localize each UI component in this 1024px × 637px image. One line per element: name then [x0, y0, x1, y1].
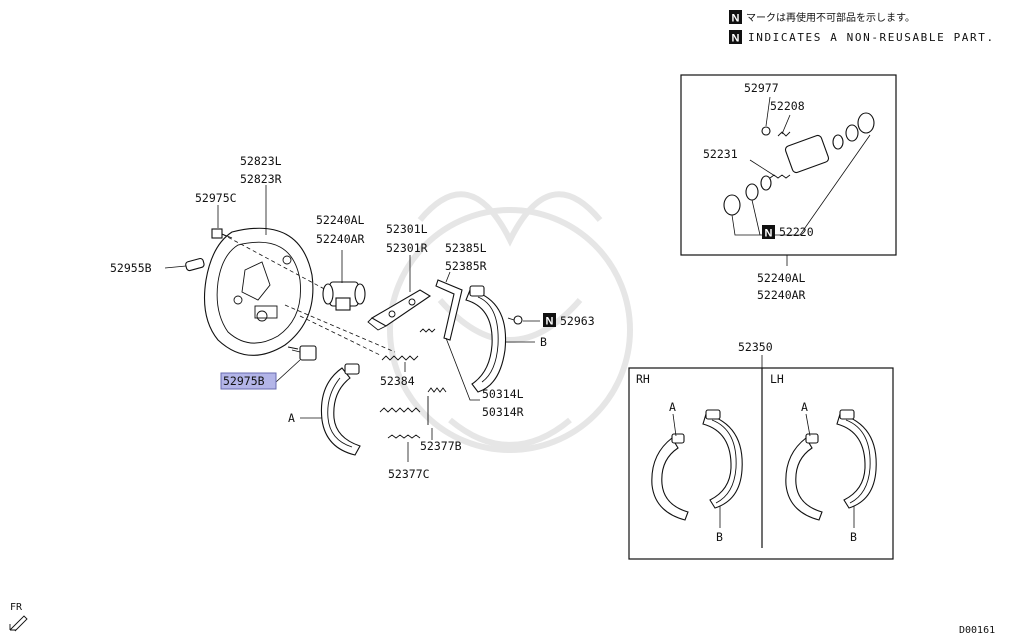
bolt-52975b	[287, 345, 317, 361]
part-label-52377c: 52377C	[388, 467, 430, 481]
part-label-50314r: 50314R	[482, 405, 524, 419]
marker-text: N	[546, 316, 554, 328]
leader-line	[275, 359, 301, 383]
diagram-code: D00161	[959, 625, 995, 636]
rh-shoe-b	[702, 409, 743, 509]
non-reusable-marker	[543, 313, 556, 327]
brake-shoe-a	[320, 363, 361, 456]
part-label-52220: 52220	[779, 225, 814, 239]
leader-line	[164, 265, 187, 269]
part-label-52384: 52384	[380, 374, 415, 388]
shoe-label-a: A	[669, 400, 676, 414]
adjuster-lever	[367, 289, 432, 331]
header-japanese-note: マークは再使用不可部品を示します。	[746, 11, 915, 24]
marker-text: N	[765, 228, 773, 240]
leader-line	[781, 114, 791, 135]
shoe-label-a: A	[801, 400, 808, 414]
shoe-label-b: B	[540, 335, 547, 349]
watermark-emblem	[387, 191, 633, 453]
lh-shoe-a	[785, 433, 823, 521]
cylinder-detail-box	[680, 74, 897, 256]
assembly-line	[284, 304, 396, 353]
shoe-label-a: A	[288, 411, 295, 425]
part-label-52240al: 52240AL	[757, 271, 806, 285]
lh-label: LH	[770, 372, 784, 386]
part-label-52301r: 52301R	[386, 241, 428, 255]
highlight-box[interactable]	[220, 372, 277, 390]
part-label-52377b: 52377B	[420, 439, 462, 453]
retainer-clip	[507, 315, 523, 325]
part-label-52231: 52231	[703, 147, 738, 161]
assembly-line	[299, 315, 381, 356]
non-reusable-marker	[729, 30, 742, 44]
part-label-52975c: 52975C	[195, 191, 237, 205]
part-label-52823l: 52823L	[240, 154, 282, 168]
part-label-52385l: 52385L	[445, 241, 487, 255]
return-springs	[379, 328, 447, 439]
leader-line	[765, 96, 771, 127]
part-label-52240ar: 52240AR	[757, 288, 806, 302]
shoe-set-box	[628, 367, 894, 560]
fr-label: FR	[10, 602, 23, 613]
part-label-52301l: 52301L	[386, 222, 428, 236]
leader-line	[445, 271, 451, 283]
rh-label: RH	[636, 372, 650, 386]
rh-shoe-a	[651, 433, 689, 521]
lh-shoe-b	[836, 409, 877, 509]
non-reusable-marker	[729, 10, 742, 24]
leader-line	[805, 413, 811, 437]
wheel-cylinder	[322, 281, 366, 311]
cylinder-exploded	[723, 112, 875, 216]
fr-arrow-icon	[9, 615, 28, 632]
part-label-52240ar: 52240AR	[316, 232, 365, 246]
part-label-52208: 52208	[770, 99, 805, 113]
part-label-52823r: 52823R	[240, 172, 282, 186]
marker-text: N	[732, 33, 740, 45]
backing-plate	[203, 227, 314, 356]
leader-line	[749, 159, 776, 177]
plug-52955b	[185, 257, 205, 272]
front-direction-indicator: FR	[9, 602, 28, 632]
part-label-52350: 52350	[738, 340, 773, 354]
part-label-52977: 52977	[744, 81, 779, 95]
header-note: N マークは再使用不可部品を示します。 N INDICATES A NON-RE…	[729, 10, 995, 45]
leader-line	[445, 337, 480, 401]
part-label-52963: 52963	[560, 314, 595, 328]
shoe-label-b: B	[716, 530, 723, 544]
part-label-52955b: 52955B	[110, 261, 152, 275]
shoe-label-b: B	[850, 530, 857, 544]
parking-brake-strut	[435, 279, 463, 341]
non-reusable-marker	[762, 225, 775, 239]
brake-shoe-b	[465, 285, 507, 393]
part-label-50314l: 50314L	[482, 387, 524, 401]
part-label-52240al: 52240AL	[316, 213, 365, 227]
part-label-52385r: 52385R	[445, 259, 487, 273]
part-label-52975b[interactable]: 52975B	[223, 374, 265, 388]
header-english-note: INDICATES A NON-REUSABLE PART.	[748, 31, 995, 44]
leader-line	[672, 413, 677, 437]
marker-text: N	[732, 13, 740, 25]
